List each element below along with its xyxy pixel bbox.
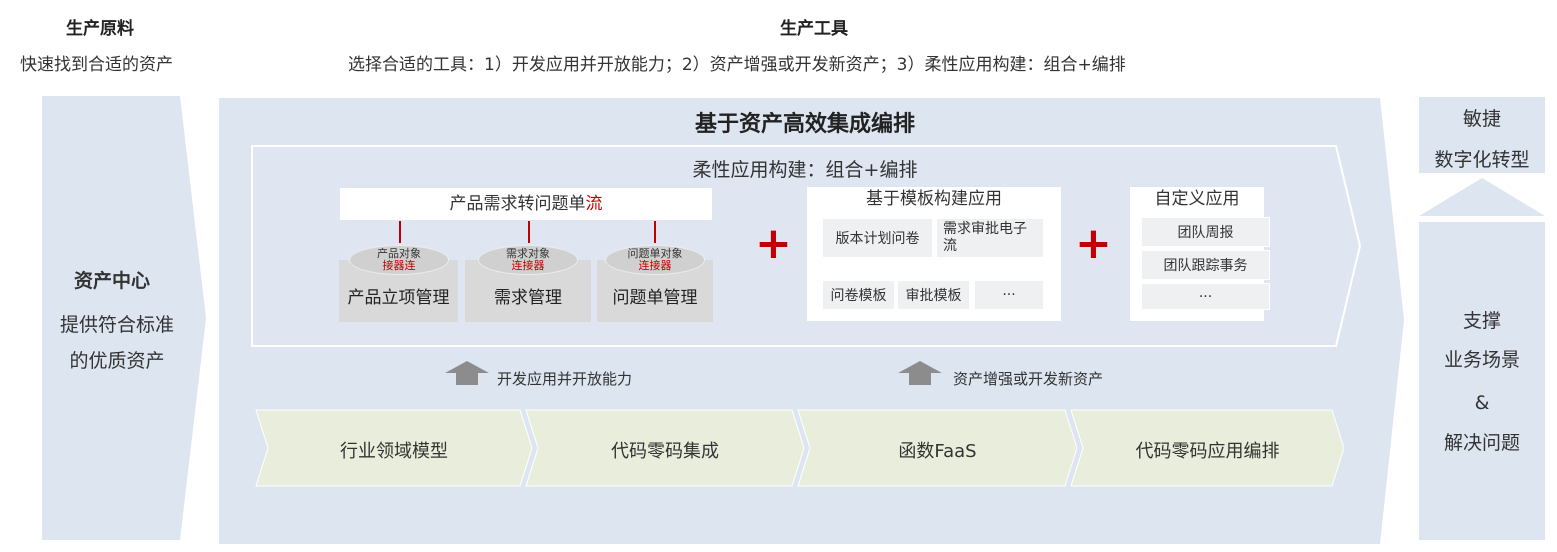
template-app-tile: 需求审批电子流 xyxy=(936,218,1044,258)
connector-line xyxy=(528,221,530,243)
custom-app-tile: ··· xyxy=(1141,283,1270,310)
connector-object-label: 需求对象 xyxy=(506,247,550,260)
chevron-shape xyxy=(797,409,1078,487)
right-top-shape xyxy=(1419,97,1545,173)
left-header-subtitle: 快速找到合适的资产 xyxy=(20,55,173,75)
ampersand-label: & xyxy=(1474,392,1490,414)
custom-app-tile: 团队周报 xyxy=(1141,217,1270,247)
flex-build-title: 柔性应用构建：组合+编排 xyxy=(692,159,918,181)
up-arrow-icon xyxy=(445,361,489,385)
template-apps-title: 基于模板构建应用 xyxy=(866,189,1002,209)
connector-line xyxy=(654,221,656,243)
right-bottom-shape xyxy=(1419,222,1545,540)
template-tile: 问卷模板 xyxy=(822,280,895,310)
chevron-code-integration: 代码零码集成 xyxy=(611,441,719,462)
asset-center-line2: 的优质资产 xyxy=(69,350,165,372)
chevron-app-orchestration: 代码零码应用编排 xyxy=(1135,441,1280,462)
chevron-function-faas: 函数FaaS xyxy=(898,441,977,462)
arrow-label-open-capability: 开发应用并开放能力 xyxy=(497,370,633,388)
connector-object-label: 产品对象 xyxy=(377,247,421,260)
chevron-shape xyxy=(1070,409,1345,487)
top-header-subtitle: 选择合适的工具：1）开发应用并开放能力；2）资产增强或开发新资产；3）柔性应用构… xyxy=(348,55,1126,75)
right-up-arrow xyxy=(1419,178,1545,216)
solve-problems-label: 解决问题 xyxy=(1443,432,1520,454)
business-scenario-label: 业务场景 xyxy=(1443,349,1520,371)
left-panel-shape xyxy=(42,96,206,540)
connector-label: 连接器 xyxy=(511,259,545,272)
template-tile: ··· xyxy=(974,280,1044,310)
asset-center-line1: 提供符合标准 xyxy=(59,314,174,336)
plus-icon: + xyxy=(1075,218,1112,269)
main-title: 基于资产高效集成编排 xyxy=(694,112,915,137)
agile-label: 敏捷 xyxy=(1462,108,1501,130)
connector-line xyxy=(399,221,401,243)
up-arrow-icon xyxy=(898,361,942,385)
arrow-label-asset-enhance: 资产增强或开发新资产 xyxy=(953,370,1104,388)
plus-icon: + xyxy=(755,218,792,269)
custom-app-tile: 团队跟踪事务 xyxy=(1141,250,1270,280)
chevron-shape xyxy=(255,409,533,487)
product-flow-label: 产品需求转问题单流 xyxy=(339,187,713,221)
top-header-title: 生产工具 xyxy=(780,19,848,39)
product-flow-label-main: 产品需求转问题单 xyxy=(449,194,586,214)
custom-apps-title: 自定义应用 xyxy=(1154,189,1240,209)
left-header-title: 生产原料 xyxy=(66,19,134,39)
chevron-industry-model: 行业领域模型 xyxy=(340,441,448,462)
connector-label: 连接器 xyxy=(638,259,672,272)
connector-ellipse: 问题单对象 连接器 xyxy=(605,245,705,275)
support-label: 支撑 xyxy=(1462,310,1501,332)
product-flow-label-red: 流 xyxy=(585,194,603,214)
asset-center-title: 资产中心 xyxy=(73,270,150,292)
template-app-tile: 版本计划问卷 xyxy=(822,218,933,258)
connector-ellipse: 产品对象 接器连 xyxy=(349,245,449,275)
chevron-shape xyxy=(525,409,805,487)
template-tile: 审批模板 xyxy=(897,280,970,310)
connector-ellipse: 需求对象 连接器 xyxy=(478,245,578,275)
connector-label: 接器连 xyxy=(382,259,416,272)
digital-transformation-label: 数字化转型 xyxy=(1434,149,1530,171)
connector-object-label: 问题单对象 xyxy=(627,247,683,260)
